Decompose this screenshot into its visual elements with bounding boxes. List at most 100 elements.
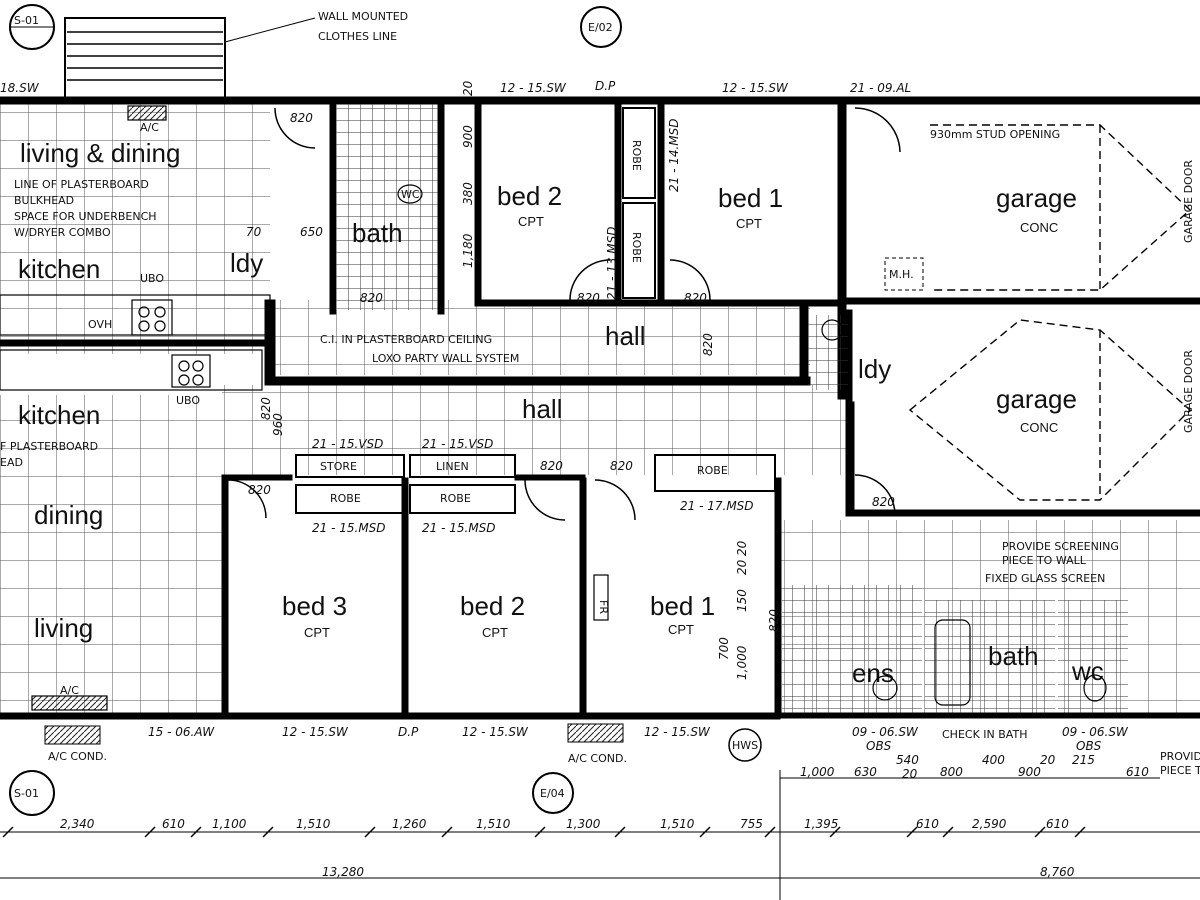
room-label-wc: wc xyxy=(1071,656,1104,686)
ac-label: A/C COND. xyxy=(48,750,107,763)
svg-text:21 - 14.MSD: 21 - 14.MSD xyxy=(667,118,681,192)
svg-text:820: 820 xyxy=(290,111,313,125)
hall-tiled-floor xyxy=(222,385,852,475)
lower-bath-tiles xyxy=(925,600,1055,713)
window-labels-bottom: 15 - 06.AW 12 - 15.SW D.P 12 - 15.SW 12 … xyxy=(148,725,1129,753)
robe-label: ROBE xyxy=(697,464,728,477)
dimension-tick xyxy=(190,826,202,838)
svg-text:12 - 15.SW: 12 - 15.SW xyxy=(462,725,529,739)
section-tag: S-01 xyxy=(9,770,55,816)
svg-text:650: 650 xyxy=(300,225,323,239)
svg-text:12 - 15.SW: 12 - 15.SW xyxy=(282,725,349,739)
svg-text:20: 20 xyxy=(902,767,918,781)
svg-text:OBS: OBS xyxy=(1076,739,1102,753)
svg-text:820: 820 xyxy=(259,397,273,420)
note: PROVIDE xyxy=(1160,750,1200,763)
robe-label: ROBE xyxy=(440,492,471,505)
dimension-tick xyxy=(2,826,14,838)
ac-unit xyxy=(44,725,101,745)
room-label-laundry: ldy xyxy=(230,248,263,278)
svg-text:12 - 15.SW: 12 - 15.SW xyxy=(500,81,567,95)
dimension-tick xyxy=(1074,826,1086,838)
svg-text:E/02: E/02 xyxy=(588,21,613,34)
svg-text:900: 900 xyxy=(1018,765,1041,779)
room-label-garage: garage xyxy=(996,183,1077,213)
door-widths: 820 820 820 820 820 820 820 820 820 820 … xyxy=(248,111,895,632)
dimension-tick xyxy=(364,826,376,838)
room-label-living: living xyxy=(34,613,93,643)
fixture-label: A/C xyxy=(140,121,159,134)
dimension-tick xyxy=(614,826,626,838)
ac-label: A/C COND. xyxy=(568,752,627,765)
room-label-ensuite: ens xyxy=(852,658,894,688)
svg-text:13,280: 13,280 xyxy=(322,865,364,879)
svg-text:21 - 09.AL: 21 - 09.AL xyxy=(850,81,911,95)
svg-text:610: 610 xyxy=(916,817,939,831)
ensuite-tiles xyxy=(782,585,922,713)
svg-text:09 - 06.SW: 09 - 06.SW xyxy=(1062,725,1129,739)
dimension-totals: 13,280 8,760 xyxy=(322,865,1075,879)
dimension-tick xyxy=(942,826,954,838)
dimension-lower-row: 2,340 610 1,100 1,510 1,260 1,510 1,300 … xyxy=(60,817,1069,831)
room-label-kitchen: kitchen xyxy=(18,400,100,430)
note: PIECE TO WALL xyxy=(1002,554,1087,567)
svg-text:820: 820 xyxy=(360,291,383,305)
svg-text:700: 700 xyxy=(717,637,731,660)
note: EAD xyxy=(0,456,23,469)
svg-text:12 - 15.SW: 12 - 15.SW xyxy=(722,81,789,95)
svg-text:1,100: 1,100 xyxy=(212,817,247,831)
dimension-tick xyxy=(144,826,156,838)
fixture-label: FR xyxy=(597,600,610,614)
svg-text:1,510: 1,510 xyxy=(660,817,695,831)
svg-text:12 - 15.SW: 12 - 15.SW xyxy=(644,725,711,739)
dimension-tick xyxy=(534,826,546,838)
wc-tiles xyxy=(1058,600,1128,713)
room-label-bed2: bed 2 xyxy=(497,181,562,211)
svg-text:610: 610 xyxy=(1126,765,1149,779)
floor-finish: CONC xyxy=(1020,220,1058,235)
room-label-bath: bath xyxy=(988,641,1039,671)
svg-text:S-01: S-01 xyxy=(14,787,39,800)
ac-unit xyxy=(567,723,624,743)
svg-text:OBS: OBS xyxy=(866,739,892,753)
upper-bath-tiles xyxy=(336,104,438,310)
room-label-garage: garage xyxy=(996,384,1077,414)
room-label-laundry: ldy xyxy=(858,354,891,384)
svg-text:960: 960 xyxy=(271,413,285,436)
linen-label: LINEN xyxy=(436,460,469,473)
window-labels-top: 18.SW 12 - 15.SW D.P 12 - 15.SW 21 - 09.… xyxy=(0,79,911,95)
clothes-line-note: WALL MOUNTED xyxy=(318,10,408,23)
svg-text:820: 820 xyxy=(701,333,715,356)
door-labels: 21 - 15.VSD 21 - 15.VSD 21 - 15.MSD 21 -… xyxy=(312,118,754,535)
robe-label: ROBE xyxy=(630,140,643,171)
robe-label: ROBE xyxy=(330,492,361,505)
floor-finish: CPT xyxy=(304,625,330,640)
svg-text:21 - 15.MSD: 21 - 15.MSD xyxy=(422,521,496,535)
svg-text:21 - 13.MSD: 21 - 13.MSD xyxy=(605,226,619,300)
svg-text:D.P: D.P xyxy=(398,725,419,739)
note: LINE OF PLASTERBOARD xyxy=(14,178,149,191)
cupboards xyxy=(295,107,776,514)
svg-text:21 - 15.VSD: 21 - 15.VSD xyxy=(312,437,383,451)
hws-label: HWS xyxy=(732,739,758,752)
fixture-label: WC xyxy=(401,188,420,201)
note: F PLASTERBOARD xyxy=(0,440,98,453)
dimension-tick xyxy=(441,826,453,838)
svg-text:400: 400 xyxy=(982,753,1005,767)
walls xyxy=(0,96,1200,720)
clothes-line-bars xyxy=(67,31,223,81)
svg-text:1,510: 1,510 xyxy=(296,817,331,831)
dimension-tick xyxy=(699,826,711,838)
svg-text:1,300: 1,300 xyxy=(566,817,601,831)
svg-text:150: 150 xyxy=(735,589,749,612)
svg-text:1,000: 1,000 xyxy=(800,765,835,779)
svg-text:D.P: D.P xyxy=(595,79,616,93)
room-label-bed3: bed 3 xyxy=(282,591,347,621)
dimension-ticks xyxy=(2,826,1086,838)
room-label-bed1: bed 1 xyxy=(718,183,783,213)
svg-text:18.SW: 18.SW xyxy=(0,81,40,95)
note: LOXO PARTY WALL SYSTEM xyxy=(372,352,519,365)
svg-text:820: 820 xyxy=(248,483,271,497)
svg-text:20: 20 xyxy=(735,540,749,556)
